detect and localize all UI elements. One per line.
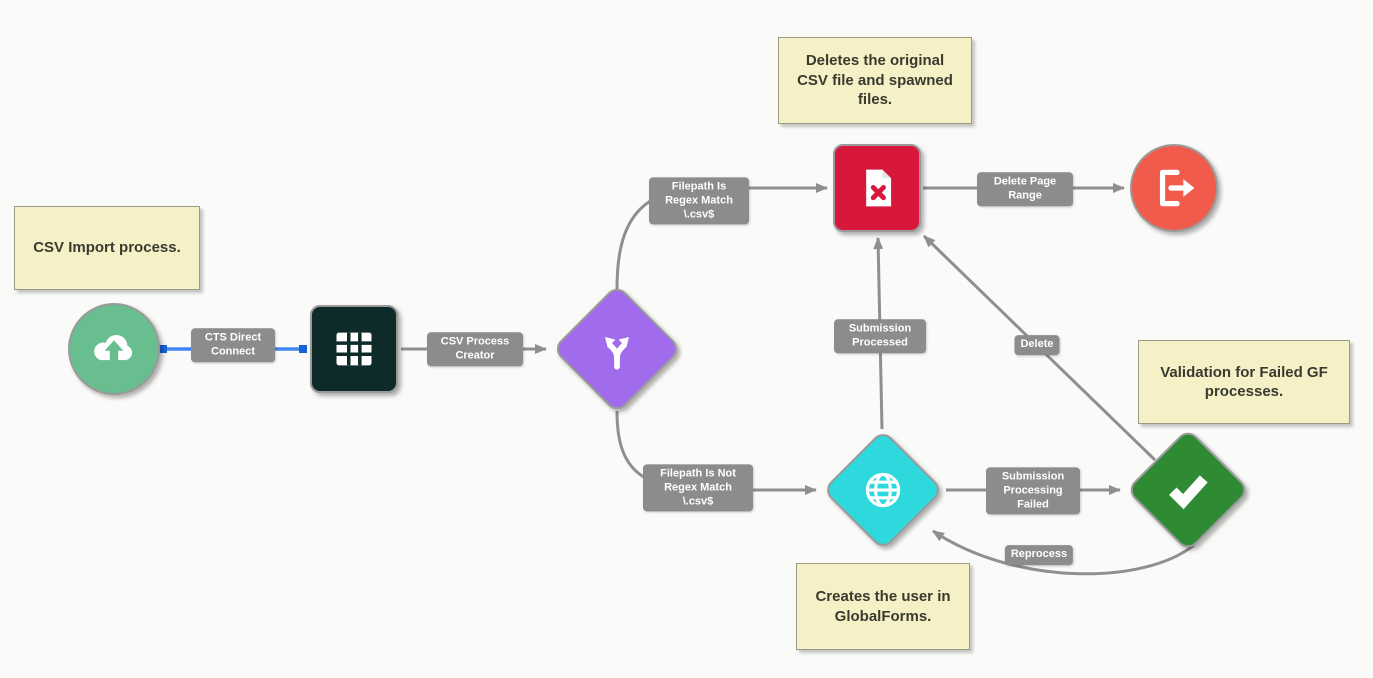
node-validation-check[interactable] xyxy=(1125,427,1251,553)
node-globalforms[interactable] xyxy=(822,429,944,551)
note-creates-user-globalforms[interactable]: Creates the user in GlobalForms. xyxy=(796,563,970,650)
edge-label-reprocess[interactable]: Reprocess xyxy=(1004,545,1074,565)
edge-reprocess[interactable] xyxy=(932,529,1195,576)
edge-label-filepath-not-regex-match[interactable]: Filepath Is Not Regex Match \.csv$ xyxy=(643,464,753,512)
table-icon xyxy=(336,332,372,366)
note-text: Creates the user in GlobalForms. xyxy=(815,588,951,625)
node-delete-file[interactable] xyxy=(833,144,921,232)
node-csv-upload[interactable] xyxy=(68,303,160,395)
edge-label-submission-processing-failed[interactable]: Submission Processing Failed xyxy=(986,467,1080,515)
note-csv-import-process[interactable]: CSV Import process. xyxy=(14,206,200,290)
node-process-branch[interactable] xyxy=(551,283,683,415)
note-validation-failed-gf[interactable]: Validation for Failed GF processes. xyxy=(1138,340,1350,424)
edge-endpoint-handle[interactable] xyxy=(299,345,307,353)
edge-label-filepath-regex-match[interactable]: Filepath Is Regex Match \.csv$ xyxy=(649,177,749,225)
edge-label-cts-direct-connect[interactable]: CTS Direct Connect xyxy=(191,328,275,362)
node-exit-event[interactable] xyxy=(1130,144,1218,232)
note-text: CSV Import process. xyxy=(33,239,181,257)
globe-icon xyxy=(865,472,901,508)
cloud-upload-icon xyxy=(94,335,133,363)
file-delete-icon xyxy=(866,169,892,207)
edge-endpoint-handle[interactable] xyxy=(159,345,167,353)
note-deletes-original-csv[interactable]: Deletes the original CSV file and spawne… xyxy=(778,37,972,124)
edge-label-submission-processed[interactable]: Submission Processed xyxy=(834,319,926,353)
node-csv-table[interactable] xyxy=(310,305,398,393)
edge-label-delete[interactable]: Delete xyxy=(1014,335,1060,355)
note-text: Validation for Failed GF processes. xyxy=(1160,363,1328,401)
edge-label-delete-page-range[interactable]: Delete Page Range xyxy=(977,172,1073,206)
branch-arrows-icon xyxy=(605,337,629,370)
note-text: Deletes the original CSV file and spawne… xyxy=(797,52,953,109)
edge-label-csv-process-creator[interactable]: CSV Process Creator xyxy=(427,332,523,366)
exit-door-icon xyxy=(1159,169,1195,207)
checkmark-icon xyxy=(1169,475,1208,510)
